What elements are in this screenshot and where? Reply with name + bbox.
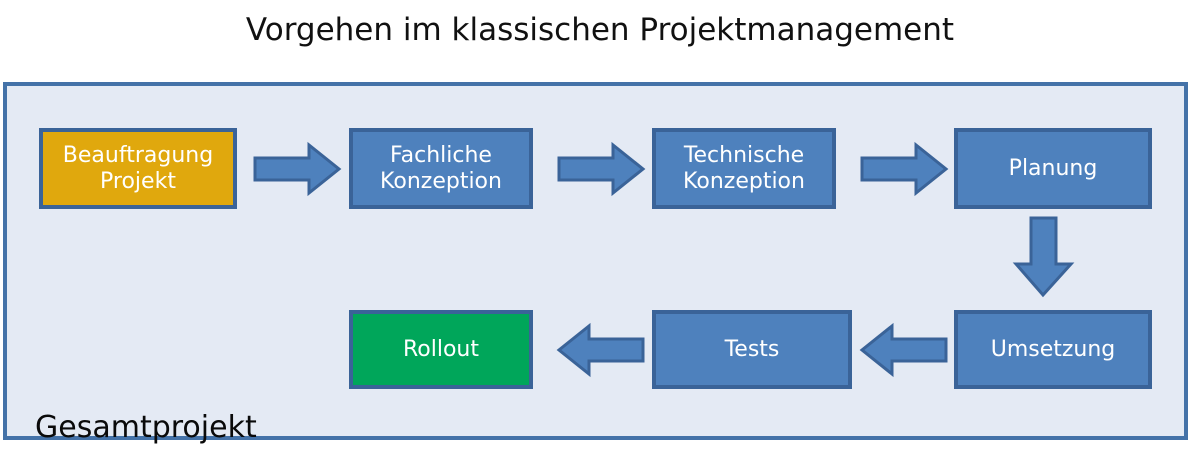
arrow-technische-to-planung — [860, 141, 949, 197]
node-tests[interactable]: Tests — [652, 310, 852, 389]
node-label: Tests — [724, 336, 780, 362]
node-label: Umsetzung — [990, 336, 1116, 362]
node-umsetzung[interactable]: Umsetzung — [954, 310, 1152, 389]
node-label: Beauftragung Projekt — [62, 142, 214, 194]
arrow-planung-to-umsetzung — [1012, 216, 1075, 298]
gesamtprojekt-container: Gesamtprojekt Beauftragung Projekt Fachl… — [3, 82, 1188, 445]
arrow-beauftragung-to-fachliche — [253, 141, 342, 197]
page-title: Vorgehen im klassischen Projektmanagemen… — [245, 12, 955, 48]
node-fachliche-konzeption[interactable]: Fachliche Konzeption — [349, 128, 533, 209]
node-label: Technische Konzeption — [683, 142, 805, 194]
node-planung[interactable]: Planung — [954, 128, 1152, 209]
arrow-tests-to-rollout — [556, 322, 645, 378]
node-label: Fachliche Konzeption — [380, 142, 502, 194]
node-label: Planung — [1008, 155, 1098, 181]
group-label: Gesamtprojekt — [35, 410, 257, 445]
arrow-fachliche-to-technische — [557, 141, 646, 197]
node-rollout[interactable]: Rollout — [349, 310, 533, 389]
node-label: Rollout — [402, 336, 479, 362]
arrow-umsetzung-to-tests — [859, 322, 948, 378]
node-technische-konzeption[interactable]: Technische Konzeption — [652, 128, 836, 209]
node-beauftragung-projekt[interactable]: Beauftragung Projekt — [39, 128, 237, 209]
